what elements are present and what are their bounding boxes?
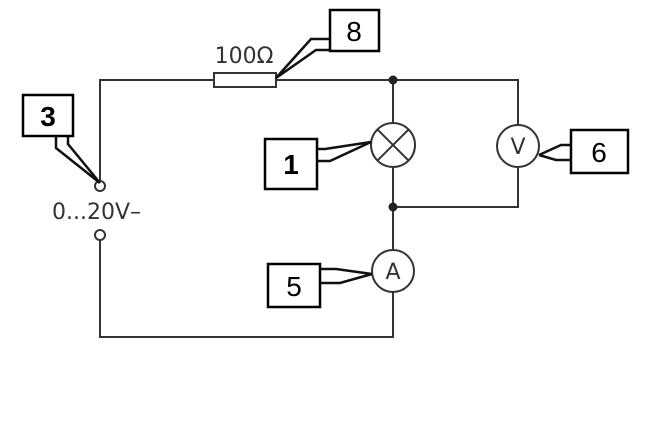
callout-lamp-number: 1 <box>283 149 299 180</box>
callout-resistor: 8 <box>328 8 381 53</box>
resistor <box>213 72 277 88</box>
leader-lamp <box>316 140 372 163</box>
wire-top-left <box>99 79 215 182</box>
callout-source: 3 <box>21 93 75 138</box>
junction-dot-middle <box>388 202 398 212</box>
callout-source-number: 3 <box>40 101 56 132</box>
leader-voltmeter <box>538 143 573 162</box>
ammeter-icon: A <box>371 249 415 293</box>
callout-ammeter: 5 <box>266 262 322 309</box>
leader-source <box>54 131 101 184</box>
callout-lamp: 1 <box>263 137 319 191</box>
junction-dot-top <box>388 75 398 85</box>
callout-resistor-number: 8 <box>346 16 362 47</box>
callout-voltmeter-number: 6 <box>591 137 607 168</box>
callout-ammeter-number: 5 <box>286 271 302 302</box>
leader-resistor <box>275 37 333 80</box>
wire-ammeter-bottom <box>99 239 394 338</box>
source-terminal-bottom <box>94 229 106 241</box>
wire-top-right <box>275 79 519 126</box>
source-label: 0...20V– <box>52 200 141 225</box>
wire-voltmeter-bottom <box>392 166 519 208</box>
source-terminal-top <box>94 180 106 192</box>
voltmeter-icon: V <box>496 124 540 168</box>
lamp-icon <box>370 122 416 168</box>
leader-ammeter <box>320 267 373 285</box>
callout-voltmeter: 6 <box>569 128 630 175</box>
voltmeter-symbol: V <box>510 135 525 160</box>
ammeter-symbol: A <box>385 260 400 285</box>
resistor-label: 100Ω <box>215 44 274 69</box>
